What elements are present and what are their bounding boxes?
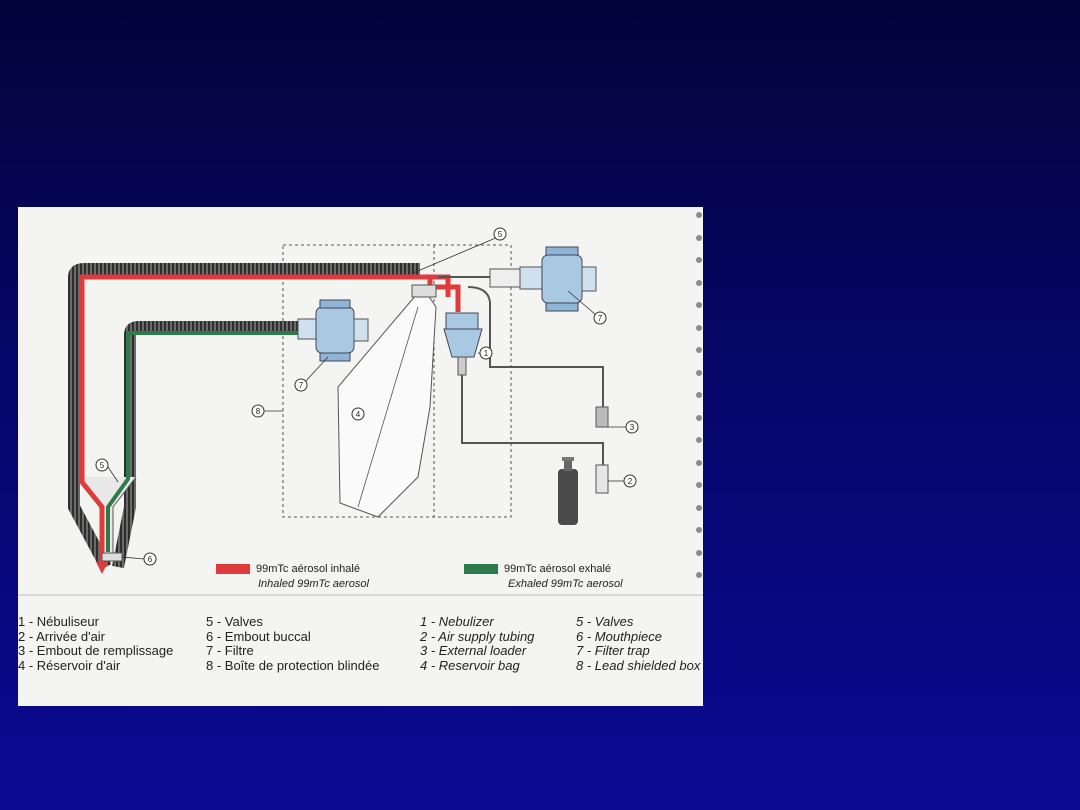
key-item: 4 - Reservoir bag	[420, 657, 520, 673]
callout-8: 8	[251, 404, 283, 418]
binding-dot	[696, 504, 702, 511]
binding-dot	[696, 459, 702, 466]
callout-3: 3	[608, 420, 639, 434]
key-item: 6 - Embout buccal	[206, 628, 311, 644]
callout-4: 4	[351, 407, 365, 421]
binding-dot	[696, 482, 702, 488]
legend-exhaled-en: Exhaled 99mTc aerosol	[508, 578, 623, 590]
binding-dot	[696, 369, 702, 376]
inhaled-path-up	[427, 277, 461, 312]
nebulizer	[443, 286, 491, 397]
reservoir-bag-fold	[357, 306, 419, 508]
valve-top	[489, 268, 521, 288]
callout-5-top: 5	[412, 227, 507, 274]
callout-7-top: 7	[567, 290, 607, 325]
key-item: 7 - Filtre	[206, 643, 254, 658]
key-fr-column-1: 1 - Nébuliseur 2 - Arrivée d'air 3 - Emb…	[18, 614, 174, 673]
inhaled-path	[79, 274, 451, 567]
binding-dot	[696, 257, 702, 263]
lead-shielded-box	[282, 244, 512, 518]
key-item: 5 - Valves	[206, 614, 263, 629]
binding-dot	[696, 414, 702, 421]
aerosol-circuit-diagram: 5 7 1 7 8 4 3	[18, 227, 703, 596]
svg-text:7: 7	[598, 314, 603, 323]
spiral-binding	[696, 212, 706, 592]
key-item: 2 - Air supply tubing	[420, 628, 535, 644]
callout-7-middle: 7	[294, 356, 329, 392]
svg-text:1: 1	[484, 349, 489, 358]
binding-dot	[696, 527, 702, 533]
svg-text:6: 6	[148, 555, 153, 564]
binding-dot	[696, 279, 702, 286]
diagram-figure: 5 7 1 7 8 4 3	[18, 207, 703, 706]
key-item: 1 - Nébuliseur	[18, 614, 99, 629]
reservoir-bag-neck	[411, 284, 437, 298]
filter-trap-top	[519, 246, 597, 312]
callout-1: 1	[478, 346, 493, 360]
key-item: 3 - External loader	[420, 643, 527, 658]
binding-dot	[696, 234, 702, 241]
legend-exhaled-swatch	[464, 564, 498, 574]
legend-inhaled-fr: 99mTc aérosol inhalé	[256, 563, 360, 575]
key-item: 8 - Boîte de protection blindée	[206, 657, 380, 673]
svg-text:2: 2	[628, 477, 633, 486]
svg-text:7: 7	[299, 381, 304, 390]
exhaled-path	[106, 331, 338, 552]
key-item: 4 - Réservoir d'air	[18, 657, 121, 673]
loader-tubing	[489, 319, 604, 417]
key-fr-column-2: 5 - Valves 6 - Embout buccal 7 - Filtre …	[206, 614, 380, 673]
binding-dot	[696, 347, 702, 353]
svg-text:8: 8	[256, 407, 261, 416]
reservoir-bag	[337, 294, 437, 518]
key-item: 2 - Arrivée d'air	[18, 628, 106, 644]
filter-trap-middle	[297, 299, 369, 362]
legend-inhaled-swatch	[216, 564, 250, 574]
inhaled-arrow	[96, 562, 108, 574]
svg-text:3: 3	[630, 423, 635, 432]
binding-dot	[696, 212, 702, 218]
svg-text:5: 5	[100, 461, 105, 470]
binding-dot	[696, 572, 702, 578]
svg-text:4: 4	[356, 410, 361, 419]
key-item: 1 - Nebulizer	[420, 614, 494, 629]
mouthpiece	[101, 552, 123, 562]
external-loader	[595, 406, 609, 428]
key-en-column-1: 1 - Nebulizer 2 - Air supply tubing 3 - …	[420, 614, 535, 673]
binding-dot	[696, 549, 702, 556]
binding-dot	[696, 302, 702, 308]
key-item: 7 - Filter trap	[576, 643, 650, 658]
callout-6: 6	[121, 552, 157, 566]
key-item: 5 - Valves	[576, 614, 634, 629]
callout-2: 2	[608, 474, 637, 488]
key-item: 3 - Embout de remplissage	[18, 643, 174, 658]
corrugated-tube-main	[68, 263, 420, 570]
binding-dot	[696, 392, 702, 398]
svg-text:5: 5	[498, 230, 503, 239]
legend-inhaled-en: Inhaled 99mTc aerosol	[258, 578, 369, 590]
binding-dot	[696, 324, 702, 331]
component-key: 1 - Nébuliseur 2 - Arrivée d'air 3 - Emb…	[18, 614, 703, 705]
gas-cylinder	[558, 457, 578, 525]
key-item: 8 - Lead shielded box	[576, 657, 701, 673]
air-supply-tubing	[461, 397, 604, 469]
air-supply-connector	[595, 464, 609, 494]
legend-exhaled-fr: 99mTc aérosol exhalé	[504, 563, 611, 575]
key-en-column-2: 5 - Valves 6 - Mouthpiece 7 - Filter tra…	[576, 614, 701, 673]
key-item: 6 - Mouthpiece	[576, 628, 662, 644]
binding-dot	[696, 437, 702, 443]
corrugated-tube-exhale	[112, 321, 308, 569]
callout-5-bottom: 5	[95, 458, 119, 483]
